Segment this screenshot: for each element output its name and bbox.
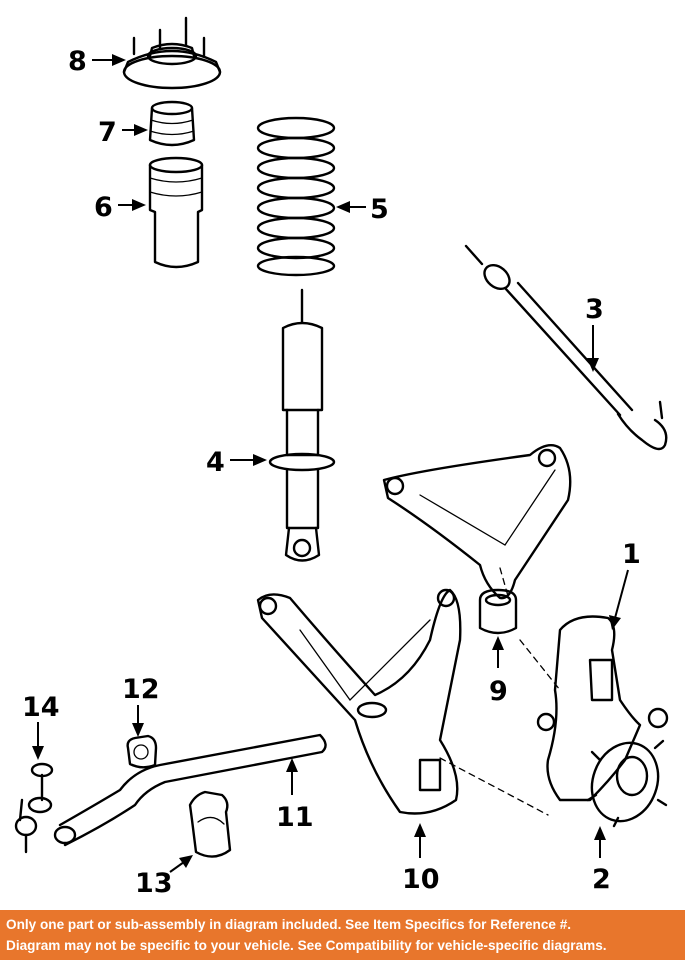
part-11-stabilizer-bar (53, 733, 327, 847)
callout-10: 10 (402, 864, 440, 895)
disclaimer-line-2: Diagram may not be specific to your vehi… (6, 938, 607, 953)
part-5-coil-spring (256, 116, 336, 277)
callout-2: 2 (592, 864, 611, 895)
callout-leaders (32, 54, 629, 873)
part-9-bushing (478, 588, 518, 635)
callout-4: 4 (206, 447, 225, 478)
callout-3: 3 (585, 294, 604, 325)
callout-12: 12 (122, 674, 160, 705)
part-14-stabilizer-link (14, 762, 54, 854)
callout-11: 11 (276, 802, 314, 833)
callout-9: 9 (489, 676, 508, 707)
callout-1: 1 (622, 539, 641, 570)
callout-8: 8 (68, 46, 87, 77)
callout-5: 5 (370, 194, 389, 225)
callout-13: 13 (135, 868, 173, 899)
suspension-parts-diagram: 8 7 6 5 4 3 1 9 10 2 11 12 13 14 (14, 16, 669, 899)
part-4-shock-absorber (268, 288, 336, 562)
part-12-bar-bushing (126, 734, 158, 769)
part-10-lower-control-arm (256, 588, 462, 815)
callout-6: 6 (94, 192, 113, 223)
part-3-tie-rod (464, 244, 668, 451)
part-13-bracket (188, 790, 232, 858)
part-6-dust-boot (148, 156, 204, 269)
disclaimer-banner: Only one part or sub-assembly in diagram… (0, 910, 685, 960)
callout-7: 7 (98, 117, 117, 148)
part-7-bump-stop (148, 100, 196, 147)
part-2-hub (586, 739, 668, 828)
disclaimer-line-1: Only one part or sub-assembly in diagram… (6, 917, 572, 932)
callout-14: 14 (22, 692, 60, 723)
upper-control-arm (382, 444, 572, 600)
part-8-strut-mount (122, 16, 222, 90)
